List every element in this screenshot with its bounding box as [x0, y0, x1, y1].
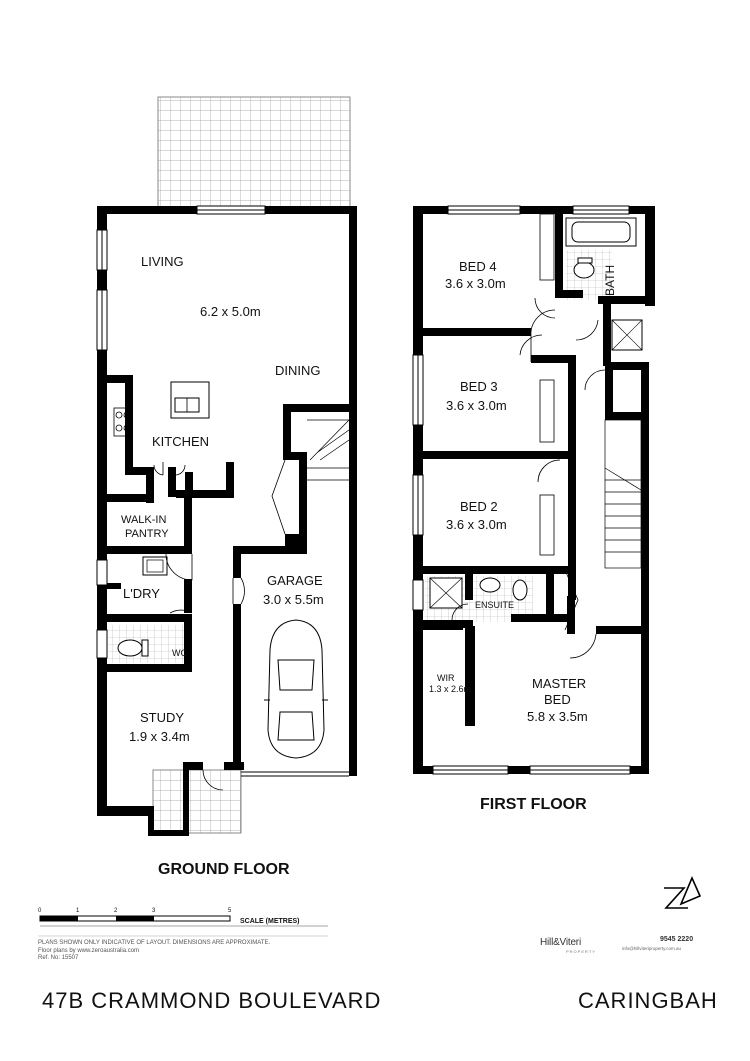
- ground-windows: [96, 205, 266, 659]
- garage-dims: 3.0 x 5.5m: [263, 592, 324, 607]
- pantry-label: PANTRY: [125, 528, 169, 540]
- entry-tiled: [152, 769, 242, 834]
- first-doors: [451, 297, 606, 659]
- disclaimer: PLANS SHOWN ONLY INDICATIVE OF LAYOUT. D…: [38, 940, 358, 963]
- cooktop: [113, 407, 133, 437]
- laundry-label: L'DRY: [123, 586, 160, 601]
- car-icon: [264, 619, 328, 759]
- scale-tick-2: 2: [114, 908, 118, 914]
- ensuite-fixtures: [429, 577, 528, 609]
- property-suburb: CARINGBAH: [578, 988, 718, 1013]
- bed3-dims: 3.6 x 3.0m: [446, 398, 507, 413]
- disclaimer-line-1: PLANS SHOWN ONLY INDICATIVE OF LAYOUT. D…: [38, 940, 271, 946]
- ground-stairs: [307, 419, 350, 481]
- bed2-label: BED 2: [460, 499, 498, 514]
- agency-logo-sub: PROPERTY: [566, 949, 596, 954]
- agency-logo: Hill&Viteri: [540, 937, 581, 948]
- living-dims: 6.2 x 5.0m: [200, 304, 261, 319]
- living-label: LIVING: [141, 254, 184, 269]
- bed4-label: BED 4: [459, 259, 497, 274]
- scale-label: SCALE (METRES): [240, 918, 300, 925]
- master-label: MASTER: [532, 676, 586, 691]
- first-floor-plan: BED 4 3.6 x 3.0m BATH BED 3 3.6 x 3.0m B…: [412, 205, 655, 813]
- master-dims: 5.8 x 3.5m: [527, 709, 588, 724]
- agency-phone: 9545 2220: [660, 936, 694, 943]
- bed2-dims: 3.6 x 3.0m: [446, 517, 507, 532]
- study-dims: 1.9 x 3.4m: [129, 729, 190, 744]
- bath-fixtures: [565, 217, 643, 351]
- bath-label: BATH: [603, 265, 617, 296]
- robes: [539, 213, 555, 556]
- scale-tick-1: 1: [76, 908, 80, 914]
- ground-labels: LIVING 6.2 x 5.0m DINING KITCHEN WALK-IN…: [121, 254, 324, 878]
- scale-tick-3: 3: [152, 908, 156, 914]
- study-label: STUDY: [140, 710, 184, 725]
- first-windows: [412, 205, 631, 775]
- patio-tiled: [157, 96, 351, 208]
- ground-floor-plan: LIVING 6.2 x 5.0m DINING KITCHEN WALK-IN…: [96, 96, 357, 878]
- first-labels: BED 4 3.6 x 3.0m BATH BED 3 3.6 x 3.0m B…: [429, 259, 617, 813]
- dining-label: DINING: [275, 363, 321, 378]
- laundry-tub: [142, 556, 168, 576]
- property-address: 47B CRAMMOND BOULEVARD: [42, 988, 382, 1013]
- first-floor-title: FIRST FLOOR: [480, 796, 587, 813]
- ground-doors: [153, 459, 286, 791]
- garage-label: GARAGE: [267, 573, 323, 588]
- wc-label: WC: [172, 648, 187, 658]
- agency-email: info@hillviteriproperty.com.au: [622, 946, 682, 951]
- kitchen-label: KITCHEN: [152, 434, 209, 449]
- scale-bar: 0 1 2 3 5 SCALE (METRES): [38, 908, 328, 927]
- ensuite-label: ENSUITE: [475, 600, 514, 610]
- north-arrow-icon: [664, 875, 702, 909]
- ground-floor-title: GROUND FLOOR: [158, 861, 290, 878]
- master-bed-label: BED: [544, 692, 571, 707]
- scale-tick-0: 0: [38, 908, 42, 914]
- bed3-label: BED 3: [460, 379, 498, 394]
- wir-dims: 1.3 x 2.6m: [429, 684, 471, 694]
- wir-label: WIR: [437, 673, 455, 683]
- walkin-label: WALK-IN: [121, 514, 166, 526]
- disclaimer-line-2: Floor plans by www.zeroaustralia.com: [38, 947, 140, 954]
- bed4-dims: 3.6 x 3.0m: [445, 276, 506, 291]
- ground-walls: [97, 206, 357, 836]
- disclaimer-line-3: Ref. No: 15507: [38, 955, 79, 961]
- scale-tick-5: 5: [228, 908, 232, 914]
- wc-toilet: [117, 639, 143, 657]
- first-stairs: [604, 419, 642, 569]
